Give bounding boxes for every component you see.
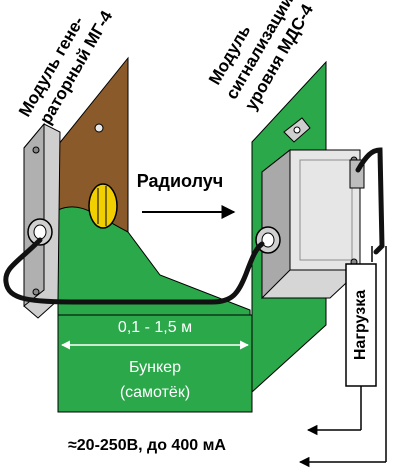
load-label: Нагрузка — [352, 290, 369, 360]
signal-module-housing — [261, 117, 361, 300]
bunker-label: Бункер — [129, 359, 181, 376]
load-box — [345, 263, 377, 387]
power-supply-label: ≈20-250В, до 400 мА — [68, 437, 226, 454]
distance-label: 0,1 - 1,5 м — [118, 319, 192, 336]
bunker-front-panel — [57, 314, 253, 413]
generator-lens-icon — [88, 183, 118, 229]
generator-cable-gland-icon — [27, 218, 53, 246]
bunker-sublabel: (самотёк) — [120, 384, 190, 401]
interconnect-cable — [3, 237, 265, 305]
screw-icon — [94, 123, 104, 133]
output-cable — [355, 147, 385, 255]
radio-beam-label: Радиолуч — [137, 171, 223, 191]
